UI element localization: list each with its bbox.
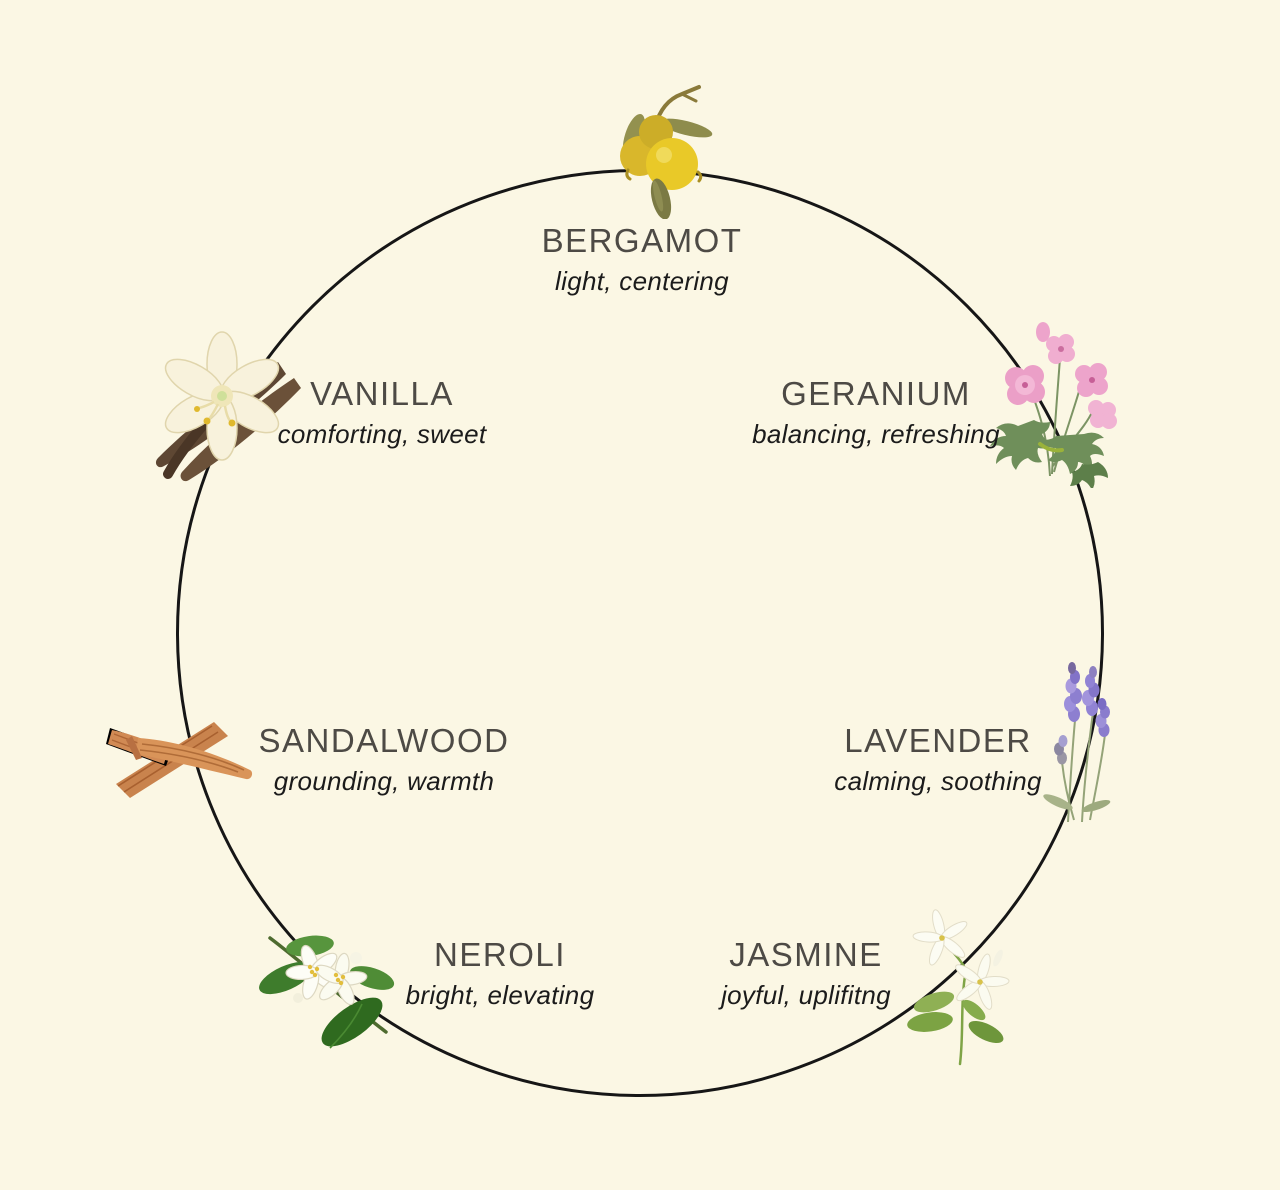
note-vanilla-traits: comforting, sweet <box>277 419 487 449</box>
note-neroli-title: NEROLI <box>434 936 566 973</box>
note-jasmine-title: JASMINE <box>729 936 883 973</box>
neroli-icon <box>252 920 404 1062</box>
note-geranium-traits: balancing, refreshing <box>752 419 1000 449</box>
note-geranium-title: GERANIUM <box>781 375 971 412</box>
sandalwood-icon <box>102 692 262 814</box>
vanilla-icon <box>126 320 322 502</box>
note-bergamot-traits: light, centering <box>555 266 729 296</box>
note-sandalwood-title: SANDALWOOD <box>258 722 510 759</box>
jasmine-icon <box>902 906 1014 1068</box>
note-neroli-traits: bright, elevating <box>405 980 595 1010</box>
lavender-icon <box>1038 650 1118 832</box>
bergamot-icon <box>598 74 723 219</box>
note-jasmine-traits: joyful, uplifitng <box>721 980 891 1010</box>
note-geranium: GERANIUM balancing, refreshing <box>752 375 1000 450</box>
note-sandalwood: SANDALWOOD grounding, warmth <box>259 722 510 797</box>
note-vanilla: VANILLA comforting, sweet <box>278 375 487 450</box>
note-bergamot-title: BERGAMOT <box>541 222 743 259</box>
note-jasmine: JASMINE joyful, uplifitng <box>721 936 891 1011</box>
note-lavender: LAVENDER calming, soothing <box>834 722 1041 797</box>
note-lavender-title: LAVENDER <box>844 722 1032 759</box>
note-neroli: NEROLI bright, elevating <box>406 936 595 1011</box>
note-lavender-traits: calming, soothing <box>834 766 1042 796</box>
note-sandalwood-traits: grounding, warmth <box>273 766 495 796</box>
geranium-icon <box>988 316 1118 488</box>
note-vanilla-title: VANILLA <box>310 375 454 412</box>
note-bergamot: BERGAMOT light, centering <box>542 222 743 297</box>
